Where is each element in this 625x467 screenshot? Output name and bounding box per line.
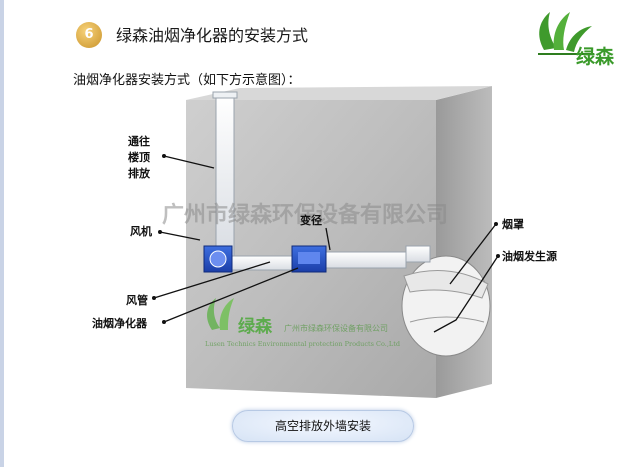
watermark-logo-icon — [207, 298, 234, 330]
label-roof-line1: 通往 — [128, 135, 150, 148]
label-roof-line3: 排放 — [128, 167, 150, 180]
watermark-sub-en: Lusen Technics Environmental protection … — [205, 340, 400, 348]
label-reducer: 变径 — [300, 214, 322, 227]
label-fan: 风机 — [130, 225, 152, 238]
leader-lines — [153, 155, 499, 333]
watermark-main: 广州市绿森环保设备有限公司 — [162, 202, 448, 228]
subtitle: 油烟净化器安装方式（如下方示意图）： — [73, 73, 301, 88]
label-duct: 风管 — [126, 294, 148, 307]
label-hood: 烟罩 — [502, 218, 524, 231]
leaf-logo-icon — [538, 12, 594, 55]
page-title: 绿森油烟净化器的安装方式 — [116, 26, 309, 45]
purifier — [291, 245, 327, 273]
watermark-logo-text: 绿森 — [238, 316, 273, 337]
section-number-badge: 6 — [76, 22, 102, 48]
label-purifier: 油烟净化器 — [92, 317, 147, 330]
roof-exhaust-duct — [212, 91, 238, 257]
caption-cloud: 高空排放外墙安装 — [232, 410, 414, 442]
company-logo: 绿森 — [530, 6, 622, 68]
logo-text: 绿森 — [576, 46, 615, 68]
label-roof-line2: 楼顶 — [128, 151, 150, 164]
left-edge-rule — [0, 0, 4, 467]
wall-outlet-duct — [405, 245, 431, 263]
leader-dots — [152, 154, 500, 324]
label-smoke-source: 油烟发生源 — [502, 250, 557, 263]
kitchen-opening — [401, 255, 491, 357]
label-roof-exhaust: 通往 楼顶 排放 — [128, 134, 150, 182]
watermark-sub-cn: 广州市绿森环保设备有限公司 — [284, 323, 388, 333]
fan — [203, 245, 233, 273]
